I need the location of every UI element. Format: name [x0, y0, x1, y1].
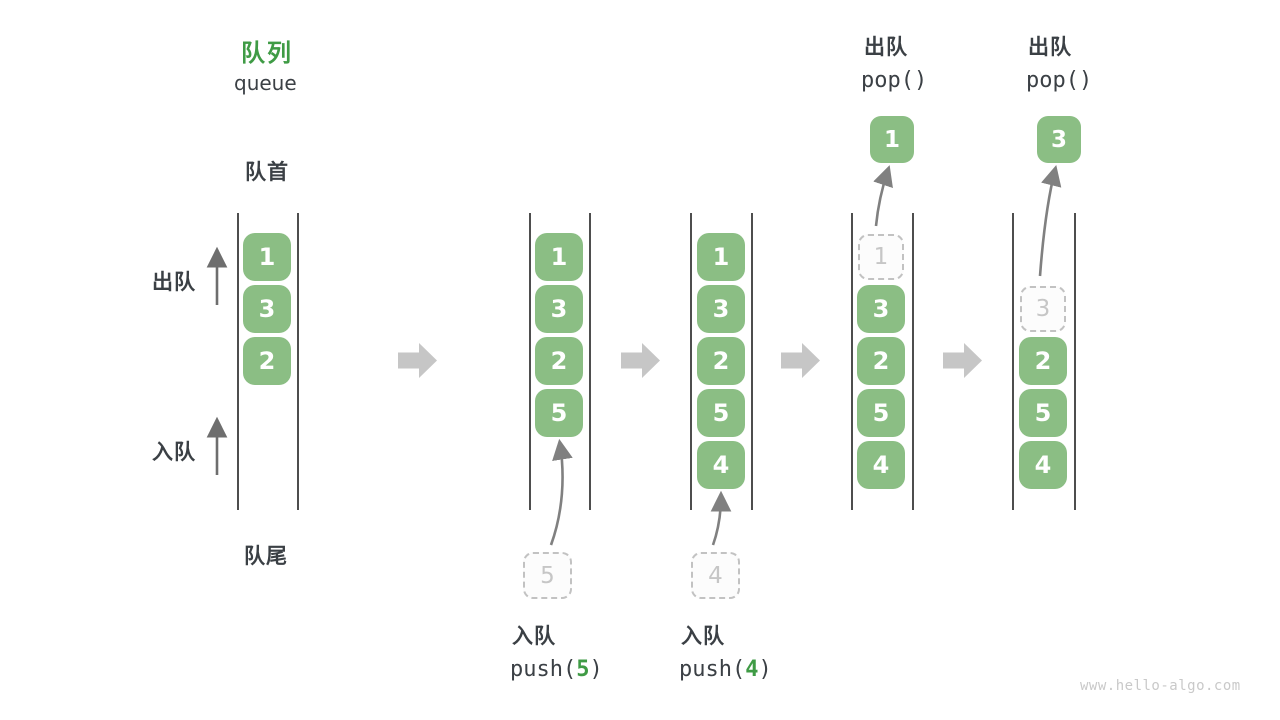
channel-wall — [751, 213, 753, 510]
channel-wall — [297, 213, 299, 510]
push-arrow-icon — [710, 490, 732, 546]
queue-item-ghost: 3 — [1020, 286, 1066, 332]
queue-item-ghost: 1 — [858, 234, 904, 280]
pop-label: 出队 — [864, 35, 908, 59]
pop-call: pop() — [1026, 68, 1093, 93]
popped-item: 1 — [870, 116, 914, 163]
queue-item: 5 — [1019, 389, 1067, 437]
channel-wall — [237, 213, 239, 510]
channel-wall — [912, 213, 914, 510]
queue-item: 2 — [243, 337, 291, 385]
label-queue-front: 队首 — [245, 160, 289, 184]
flow-arrow-icon — [943, 343, 982, 378]
queue-item: 4 — [697, 441, 745, 489]
queue-item: 4 — [857, 441, 905, 489]
push-arg: 4 — [745, 657, 759, 682]
pop-call: pop() — [861, 68, 928, 93]
push-call: push(4) — [679, 657, 772, 682]
queue-item: 3 — [535, 285, 583, 333]
page-title-en: queue — [234, 71, 297, 95]
pop-label: 出队 — [1028, 35, 1072, 59]
queue-item: 1 — [535, 233, 583, 281]
queue-item: 3 — [697, 285, 745, 333]
queue-item: 5 — [857, 389, 905, 437]
queue-item: 3 — [857, 285, 905, 333]
queue-item: 3 — [243, 285, 291, 333]
queue-item: 5 — [697, 389, 745, 437]
push-call: push(5) — [510, 657, 603, 682]
queue-item: 2 — [1019, 337, 1067, 385]
push-arrow-icon — [549, 438, 573, 546]
queue-item: 1 — [243, 233, 291, 281]
push-arg: 5 — [576, 657, 590, 682]
channel-wall — [1074, 213, 1076, 510]
queue-item: 2 — [857, 337, 905, 385]
flow-arrow-icon — [621, 343, 660, 378]
queue-item: 4 — [1019, 441, 1067, 489]
flow-arrow-icon — [398, 343, 437, 378]
channel-wall — [529, 213, 531, 510]
channel-wall — [589, 213, 591, 510]
incoming-item: 4 — [691, 552, 740, 599]
page-title-zh: 队列 — [241, 39, 293, 67]
dequeue-direction-label: 出队 — [152, 270, 196, 294]
queue-item: 2 — [535, 337, 583, 385]
watermark: www.hello-algo.com — [1080, 678, 1241, 694]
push-label: 入队 — [512, 624, 556, 648]
incoming-item: 5 — [523, 552, 572, 599]
queue-item: 5 — [535, 389, 583, 437]
enqueue-direction-label: 入队 — [152, 440, 196, 464]
flow-arrow-icon — [781, 343, 820, 378]
queue-item: 1 — [697, 233, 745, 281]
pop-arrow-icon — [1038, 164, 1062, 277]
label-queue-rear: 队尾 — [244, 544, 288, 568]
channel-wall — [690, 213, 692, 510]
push-label: 入队 — [681, 624, 725, 648]
channel-wall — [851, 213, 853, 510]
queue-item: 2 — [697, 337, 745, 385]
channel-wall — [1012, 213, 1014, 510]
pop-arrow-icon — [873, 165, 893, 227]
popped-item: 3 — [1037, 116, 1081, 163]
